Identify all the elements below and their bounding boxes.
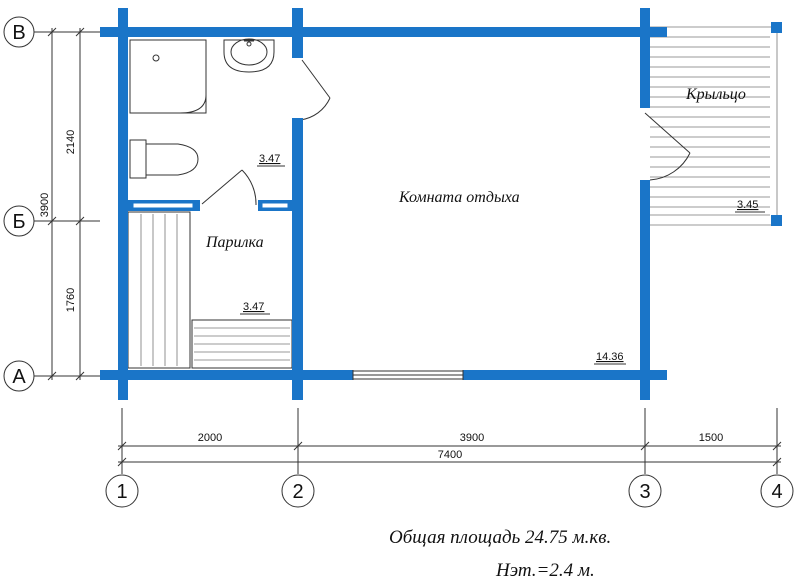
bathroom-door xyxy=(299,59,331,121)
rest-room-area: 14.36 xyxy=(596,351,624,363)
svg-text:Б: Б xyxy=(12,211,25,233)
steam-bench-low xyxy=(191,319,293,369)
dim-seg1: 2000 xyxy=(198,432,222,444)
porch-post-top xyxy=(771,22,782,33)
axis-1: 1 xyxy=(105,474,139,508)
washbasin xyxy=(223,38,275,73)
axis-3: 3 xyxy=(628,474,662,508)
porch-post-bottom xyxy=(771,215,782,226)
toilet xyxy=(129,139,199,179)
svg-text:2: 2 xyxy=(292,481,303,503)
steam-room-label: Парилка xyxy=(205,234,264,251)
svg-text:В: В xyxy=(12,22,25,44)
porch-area: 3.45 xyxy=(737,199,758,211)
dim-total-horizontal: 7400 xyxy=(438,449,462,461)
steam-door xyxy=(201,169,257,206)
shower-tray xyxy=(129,39,207,114)
axis-a: А xyxy=(3,360,35,392)
svg-text:3: 3 xyxy=(639,481,650,503)
steam-room-area: 3.47 xyxy=(243,301,264,313)
window xyxy=(352,370,464,380)
porch-deck xyxy=(650,22,782,226)
axis-v: В xyxy=(3,16,35,48)
steam-bench-tall xyxy=(127,211,191,369)
axis-4: 4 xyxy=(760,474,794,508)
svg-text:4: 4 xyxy=(771,481,782,503)
dim-lower: 1760 xyxy=(65,288,77,312)
dim-upper: 2140 xyxy=(65,130,77,154)
axis-b: Б xyxy=(3,205,35,237)
svg-text:А: А xyxy=(12,366,26,388)
dim-total-vertical: 3900 xyxy=(39,193,51,217)
axis-2: 2 xyxy=(281,474,315,508)
rest-room-label: Комната отдыха xyxy=(398,189,520,206)
svg-text:1: 1 xyxy=(116,481,127,503)
entrance-door xyxy=(644,112,691,181)
horizontal-dimensions xyxy=(117,408,782,474)
bathroom-area: 3.47 xyxy=(259,153,280,165)
vertical-dimensions xyxy=(34,27,100,381)
dim-seg2: 3900 xyxy=(460,432,484,444)
walls xyxy=(100,8,667,400)
porch-label: Крыльцо xyxy=(685,86,746,103)
dim-seg3: 1500 xyxy=(699,432,723,444)
height-note: Нэт.=2.4 м. xyxy=(495,560,595,581)
total-area-note: Общая площадь 24.75 м.кв. xyxy=(389,527,611,548)
